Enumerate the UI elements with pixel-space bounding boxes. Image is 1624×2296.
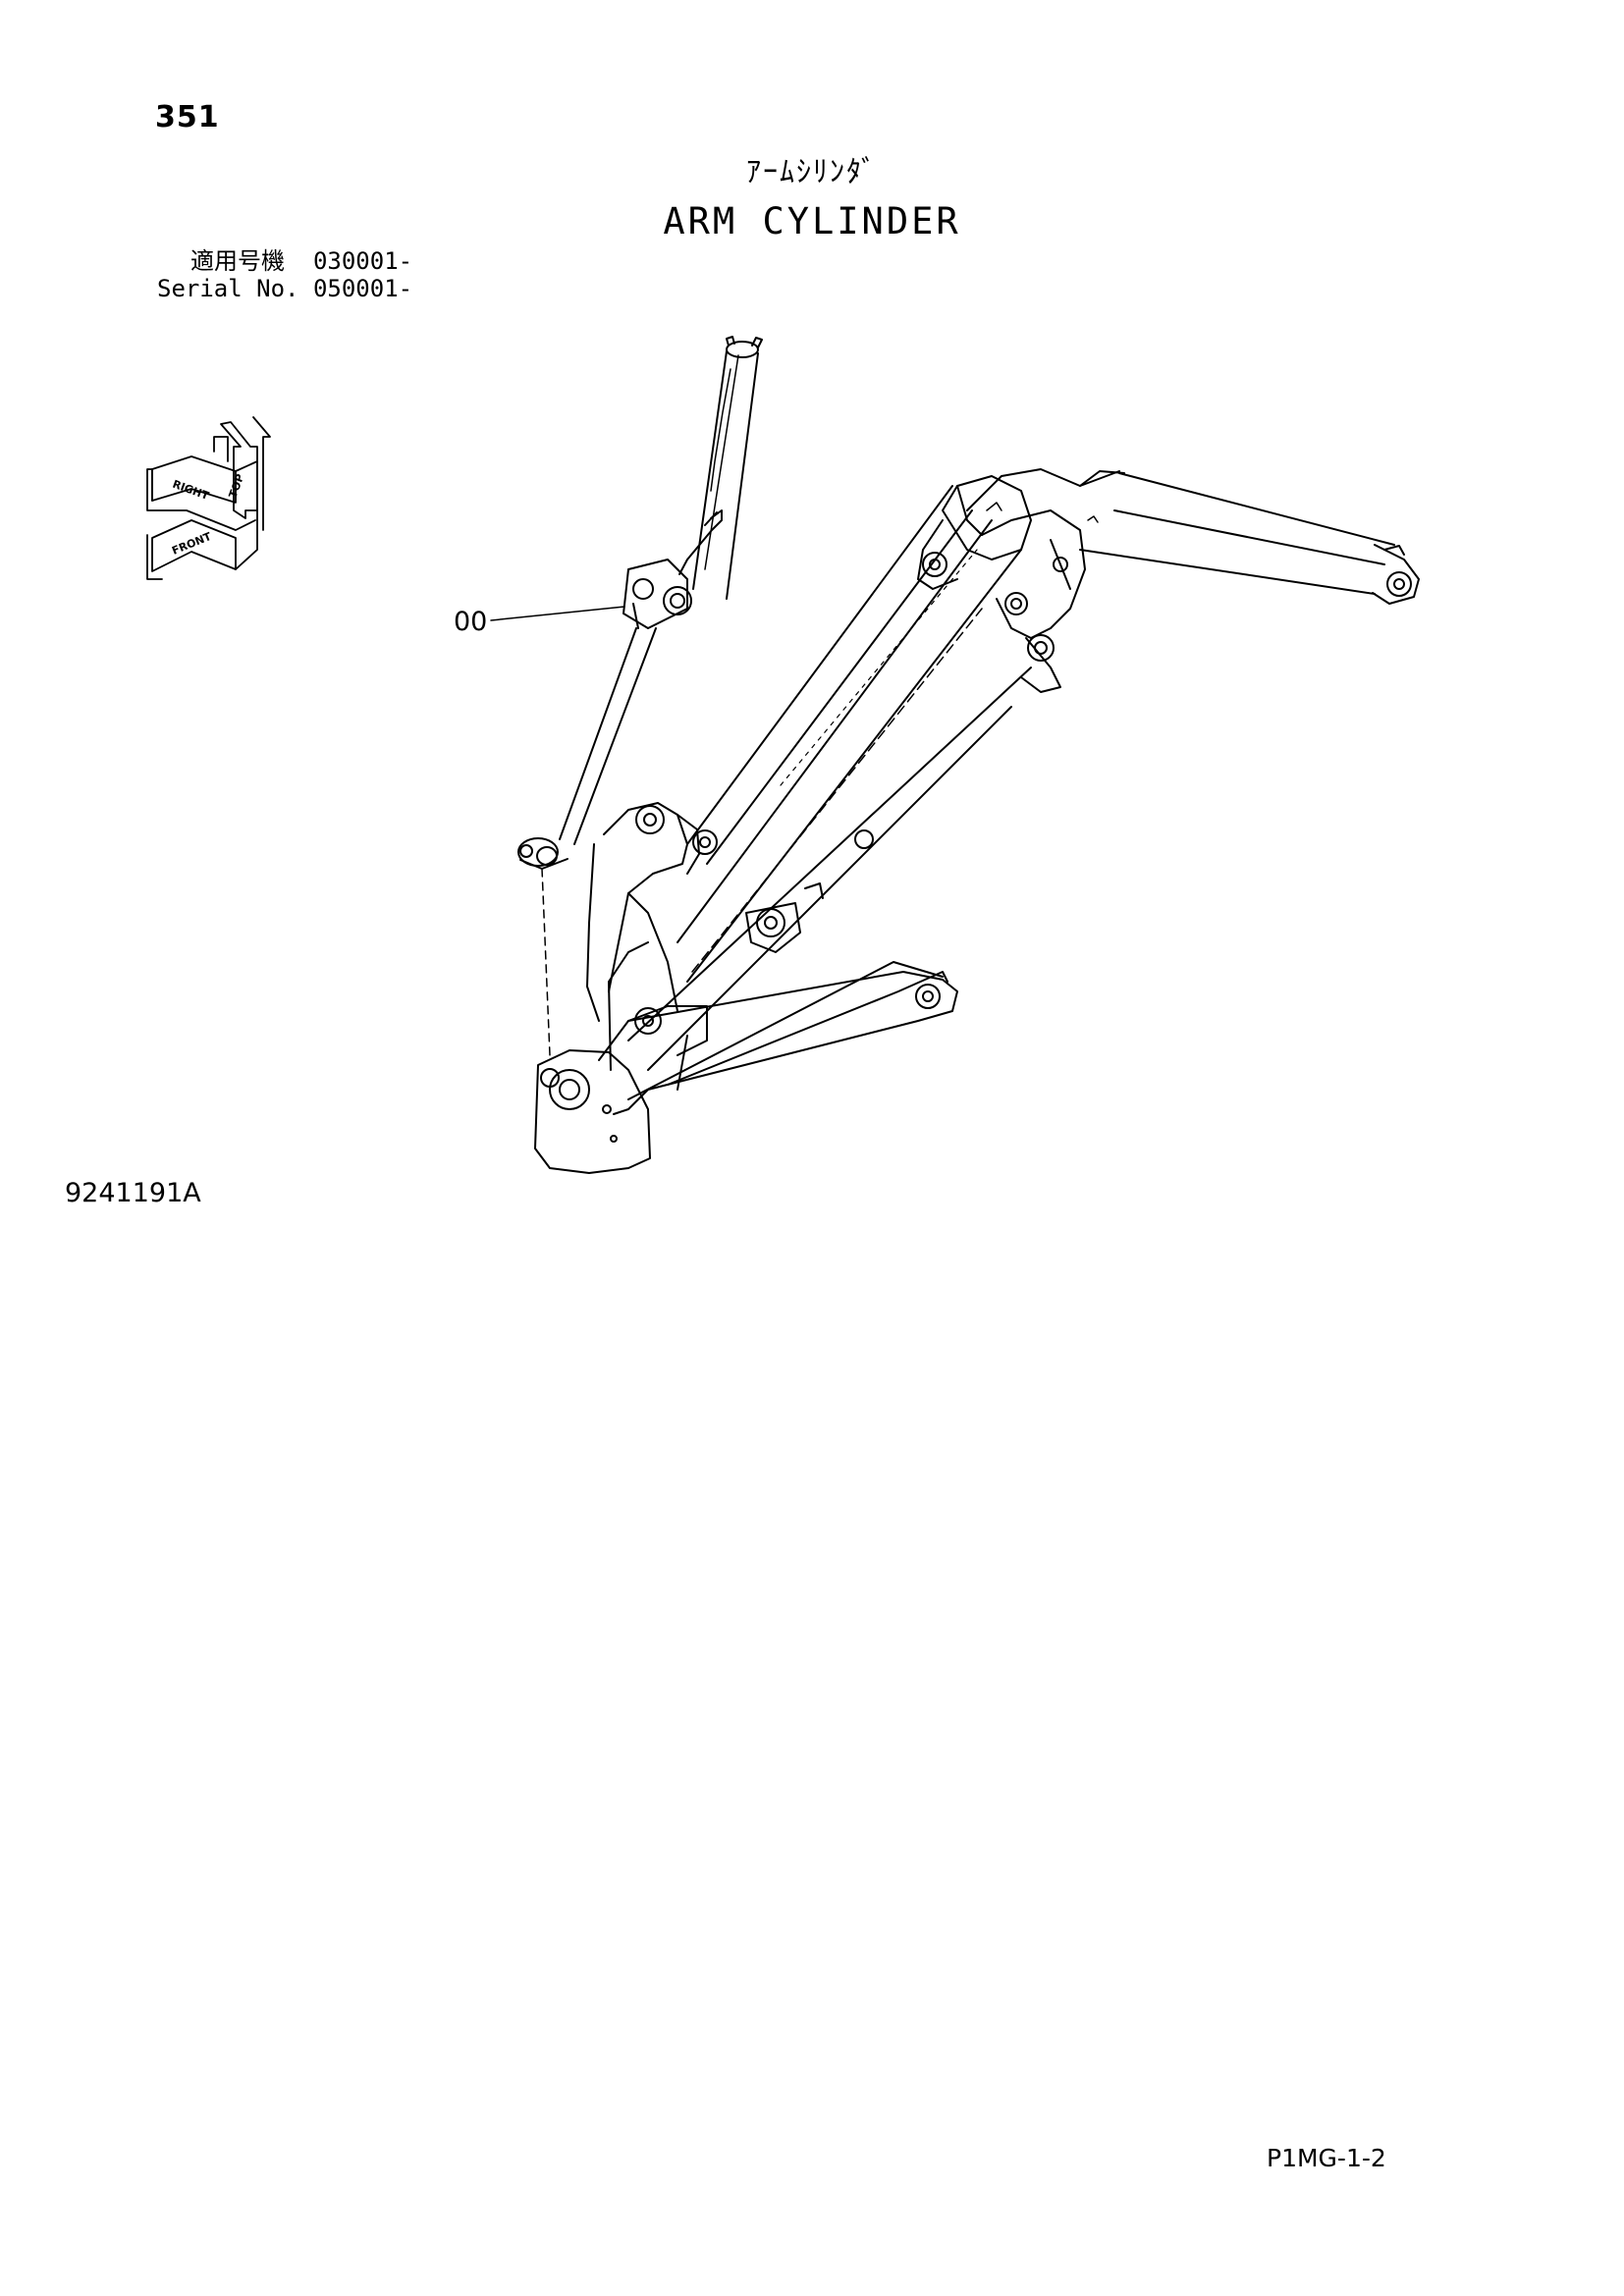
- boom-foot: [535, 1050, 650, 1173]
- arm-cylinder[interactable]: [518, 337, 762, 869]
- boom-knuckle: [943, 476, 1031, 560]
- drawing-code: 9241191A: [65, 1178, 201, 1208]
- boom-assembly: [535, 469, 1419, 1173]
- callout-leader-line: [491, 607, 624, 620]
- serial-label-jp: 適用号機: [190, 247, 286, 275]
- part-callout-label[interactable]: 00: [454, 607, 488, 637]
- arm-upper-edge: [967, 469, 1119, 510]
- top-arrow-shape: [214, 437, 228, 461]
- arm-knuckle: [982, 510, 1085, 638]
- boom-upper-bracket: [604, 803, 687, 991]
- serial-row-en: Serial No. 050001-: [157, 275, 412, 302]
- alignment-dashed-line: [542, 869, 550, 1055]
- serial-info: 適用号機 030001- Serial No. 050001-: [157, 247, 412, 302]
- serial-row-jp: 適用号機 030001-: [157, 247, 412, 275]
- page-title-japanese: ｱｰﾑｼﾘﾝﾀﾞ: [746, 155, 878, 189]
- boom-cylinder-lower: [628, 972, 957, 1090]
- serial-value-en: 050001-: [312, 275, 413, 302]
- orientation-label-right: RIGHT: [171, 478, 211, 503]
- page-title: ARM CYLINDER: [663, 200, 961, 242]
- page-code: P1MG-1-2: [1267, 2144, 1386, 2172]
- serial-label-en: Serial No.: [157, 275, 299, 302]
- cylinder-boss: [623, 560, 687, 628]
- orientation-label-top: TOP: [227, 472, 247, 500]
- serial-value-jp: 030001-: [312, 247, 413, 275]
- page-number: 351: [155, 100, 220, 134]
- orientation-icon: [147, 417, 270, 579]
- orientation-label-front: FRONT: [170, 530, 213, 558]
